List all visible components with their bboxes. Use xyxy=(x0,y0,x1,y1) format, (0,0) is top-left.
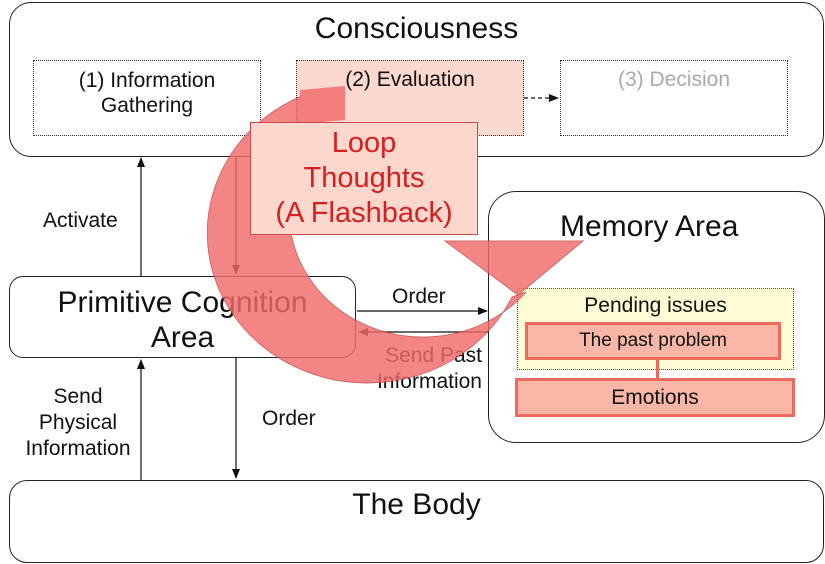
send-physical-line3: Information xyxy=(25,437,131,460)
order-down-label: Order xyxy=(262,407,316,430)
loop-arrow-top-tail xyxy=(300,86,345,124)
memory-title: Memory Area xyxy=(560,210,739,243)
consciousness-title: Consciousness xyxy=(314,12,519,45)
loop-arrow-head xyxy=(443,240,585,296)
send-physical-line2: Physical xyxy=(38,411,118,434)
emotions-box: Emotions xyxy=(515,378,795,417)
step-decision: (3) Decision xyxy=(560,60,788,136)
step-2-label: (2) Evaluation xyxy=(345,68,475,91)
problem-emotion-link xyxy=(656,360,659,378)
step-3-label: (3) Decision xyxy=(617,68,731,91)
body-title: The Body xyxy=(352,488,481,521)
loop-line2: Thoughts xyxy=(303,162,425,194)
send-physical-line1: Send xyxy=(53,385,103,408)
past-problem-box: The past problem xyxy=(525,322,781,360)
pending-issues-title: Pending issues xyxy=(584,294,727,317)
order-right-label: Order xyxy=(392,285,446,308)
loop-line1: Loop xyxy=(331,127,397,159)
step-1-line1: (1) Information xyxy=(78,69,216,92)
loop-thoughts-box: Loop Thoughts (A Flashback) xyxy=(250,122,478,235)
step-information-gathering: (1) Information Gathering xyxy=(33,60,261,136)
past-problem-label: The past problem xyxy=(579,330,727,351)
body-area xyxy=(9,480,824,563)
primitive-line2: Area xyxy=(150,321,215,354)
loop-line3: (A Flashback) xyxy=(275,197,453,229)
emotions-label: Emotions xyxy=(611,385,699,409)
activate-label: Activate xyxy=(43,209,118,232)
send-physical-label: Send Physical Information xyxy=(17,384,139,462)
step-1-line2: Gathering xyxy=(100,94,194,117)
